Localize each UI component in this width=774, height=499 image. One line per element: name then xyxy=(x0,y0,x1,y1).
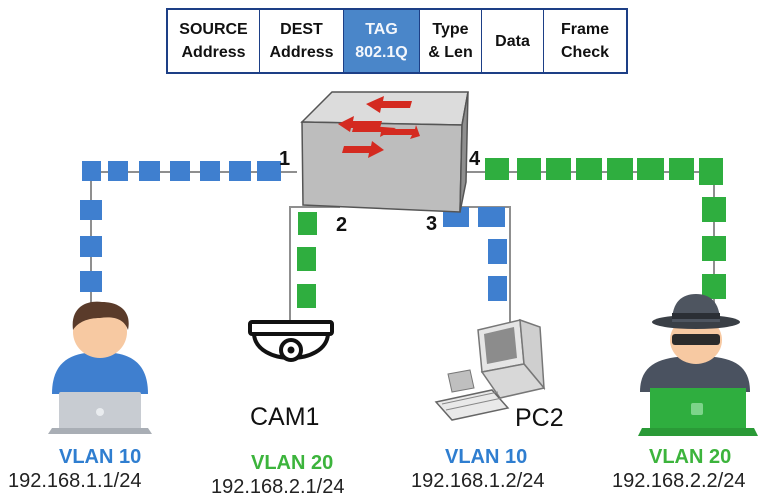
field-line1: Data xyxy=(495,32,530,50)
frame-field-tag: TAG 802.1Q xyxy=(344,10,420,72)
port-label-4: 4 xyxy=(469,148,481,170)
field-line2: Check xyxy=(560,44,610,61)
pc-ip: 192.168.1.2/24 xyxy=(411,470,545,492)
port-label-3: 3 xyxy=(426,213,438,235)
field-line2: Address xyxy=(181,44,246,61)
cam-ip: 192.168.2.1/24 xyxy=(211,476,345,498)
field-line1: Type xyxy=(432,21,469,38)
port-label-1: 1 xyxy=(279,148,291,170)
user-vlan: VLAN 10 xyxy=(59,446,142,468)
frame-field-source: SOURCE Address xyxy=(168,10,260,72)
field-line1: SOURCE xyxy=(179,21,248,38)
frame-field-data: Data xyxy=(482,10,544,72)
pc-name: PC2 xyxy=(515,404,564,432)
user-ip: 192.168.1.1/24 xyxy=(8,470,142,492)
link-port1-user xyxy=(80,161,297,318)
cam-vlan: VLAN 20 xyxy=(251,452,334,474)
field-line1: DEST xyxy=(280,21,323,38)
hacker-laptop-icon xyxy=(638,294,758,436)
cam-name: CAM1 xyxy=(250,403,320,431)
port-label-2: 2 xyxy=(336,214,348,236)
field-line2: Address xyxy=(269,44,334,61)
ethernet-frame-table: SOURCE Address DEST Address TAG 802.1Q T… xyxy=(166,8,628,74)
switch-icon xyxy=(300,91,469,213)
field-line2: 802.1Q xyxy=(355,44,408,61)
link-port2-cam xyxy=(289,206,340,325)
field-line1: Frame xyxy=(560,21,610,38)
field-line1: TAG xyxy=(365,21,398,38)
frame-field-fcs: Frame Check xyxy=(544,10,626,72)
desktop-pc-icon xyxy=(434,318,546,421)
spy-ip: 192.168.2.2/24 xyxy=(612,470,746,492)
user-laptop-icon xyxy=(48,301,152,434)
spy-vlan: VLAN 20 xyxy=(649,446,732,468)
link-port4-spy xyxy=(460,158,726,318)
pc-vlan: VLAN 10 xyxy=(445,446,528,468)
field-line2: & Len xyxy=(428,44,473,61)
frame-field-type: Type & Len xyxy=(420,10,482,72)
dome-camera-icon xyxy=(248,320,334,362)
frame-field-dest: DEST Address xyxy=(260,10,344,72)
